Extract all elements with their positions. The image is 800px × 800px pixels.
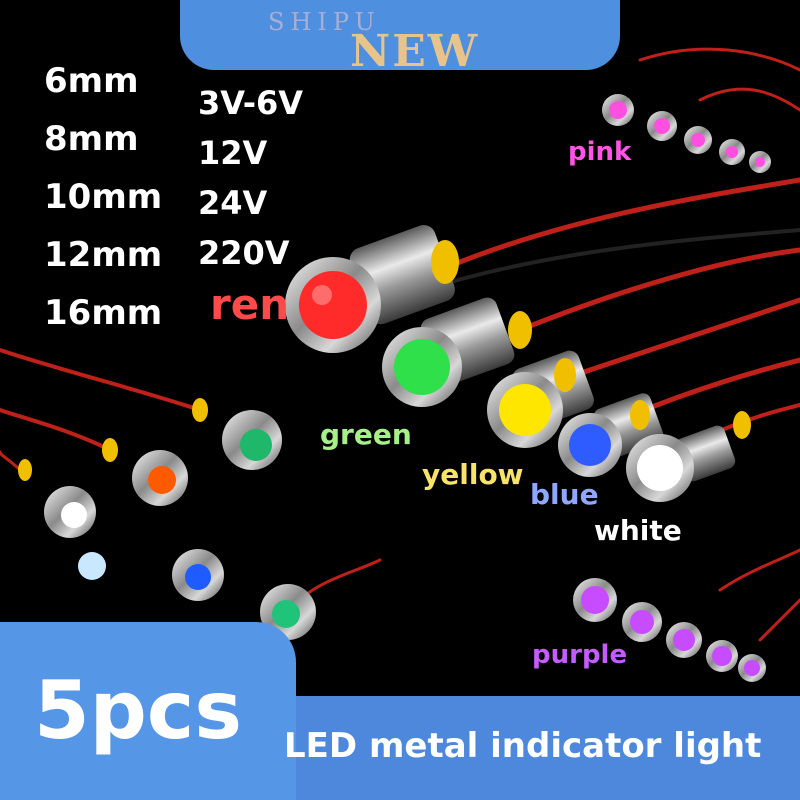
color-label-red: ren bbox=[210, 280, 290, 329]
brand-watermark: SHIPU bbox=[268, 8, 381, 36]
quantity-label: 5pcs bbox=[34, 664, 242, 757]
bottom-banner bbox=[268, 696, 800, 800]
voltage-option: 12V bbox=[198, 134, 268, 172]
size-option: 12mm bbox=[44, 235, 163, 275]
top-banner-tab bbox=[180, 0, 620, 70]
voltage-option: 220V bbox=[198, 234, 290, 272]
size-option: 6mm bbox=[44, 61, 139, 101]
voltage-option: 24V bbox=[198, 184, 268, 222]
color-label-blue: blue bbox=[530, 478, 599, 511]
color-label-green: green bbox=[320, 418, 412, 451]
purple-led-cluster bbox=[573, 578, 766, 682]
voltage-option: 3V-6V bbox=[198, 84, 304, 122]
main-led-row bbox=[285, 225, 751, 502]
product-title: LED metal indicator light bbox=[284, 726, 762, 766]
color-label-pink: pink bbox=[568, 137, 632, 167]
size-list: 6mm 8mm 10mm 12mm 16mm bbox=[44, 52, 162, 342]
color-label-yellow: yellow bbox=[422, 458, 524, 491]
color-label-white: white bbox=[594, 514, 682, 547]
color-label-purple: purple bbox=[532, 640, 628, 670]
pink-led-cluster bbox=[602, 94, 771, 173]
quantity-tab bbox=[0, 622, 296, 800]
small-led-group bbox=[18, 398, 316, 640]
size-option: 16mm bbox=[44, 293, 163, 333]
size-option: 8mm bbox=[44, 119, 139, 159]
size-option: 10mm bbox=[44, 177, 163, 217]
new-badge: NEW bbox=[350, 26, 480, 77]
voltage-list: 3V-6V 12V 24V 220V bbox=[198, 78, 303, 278]
